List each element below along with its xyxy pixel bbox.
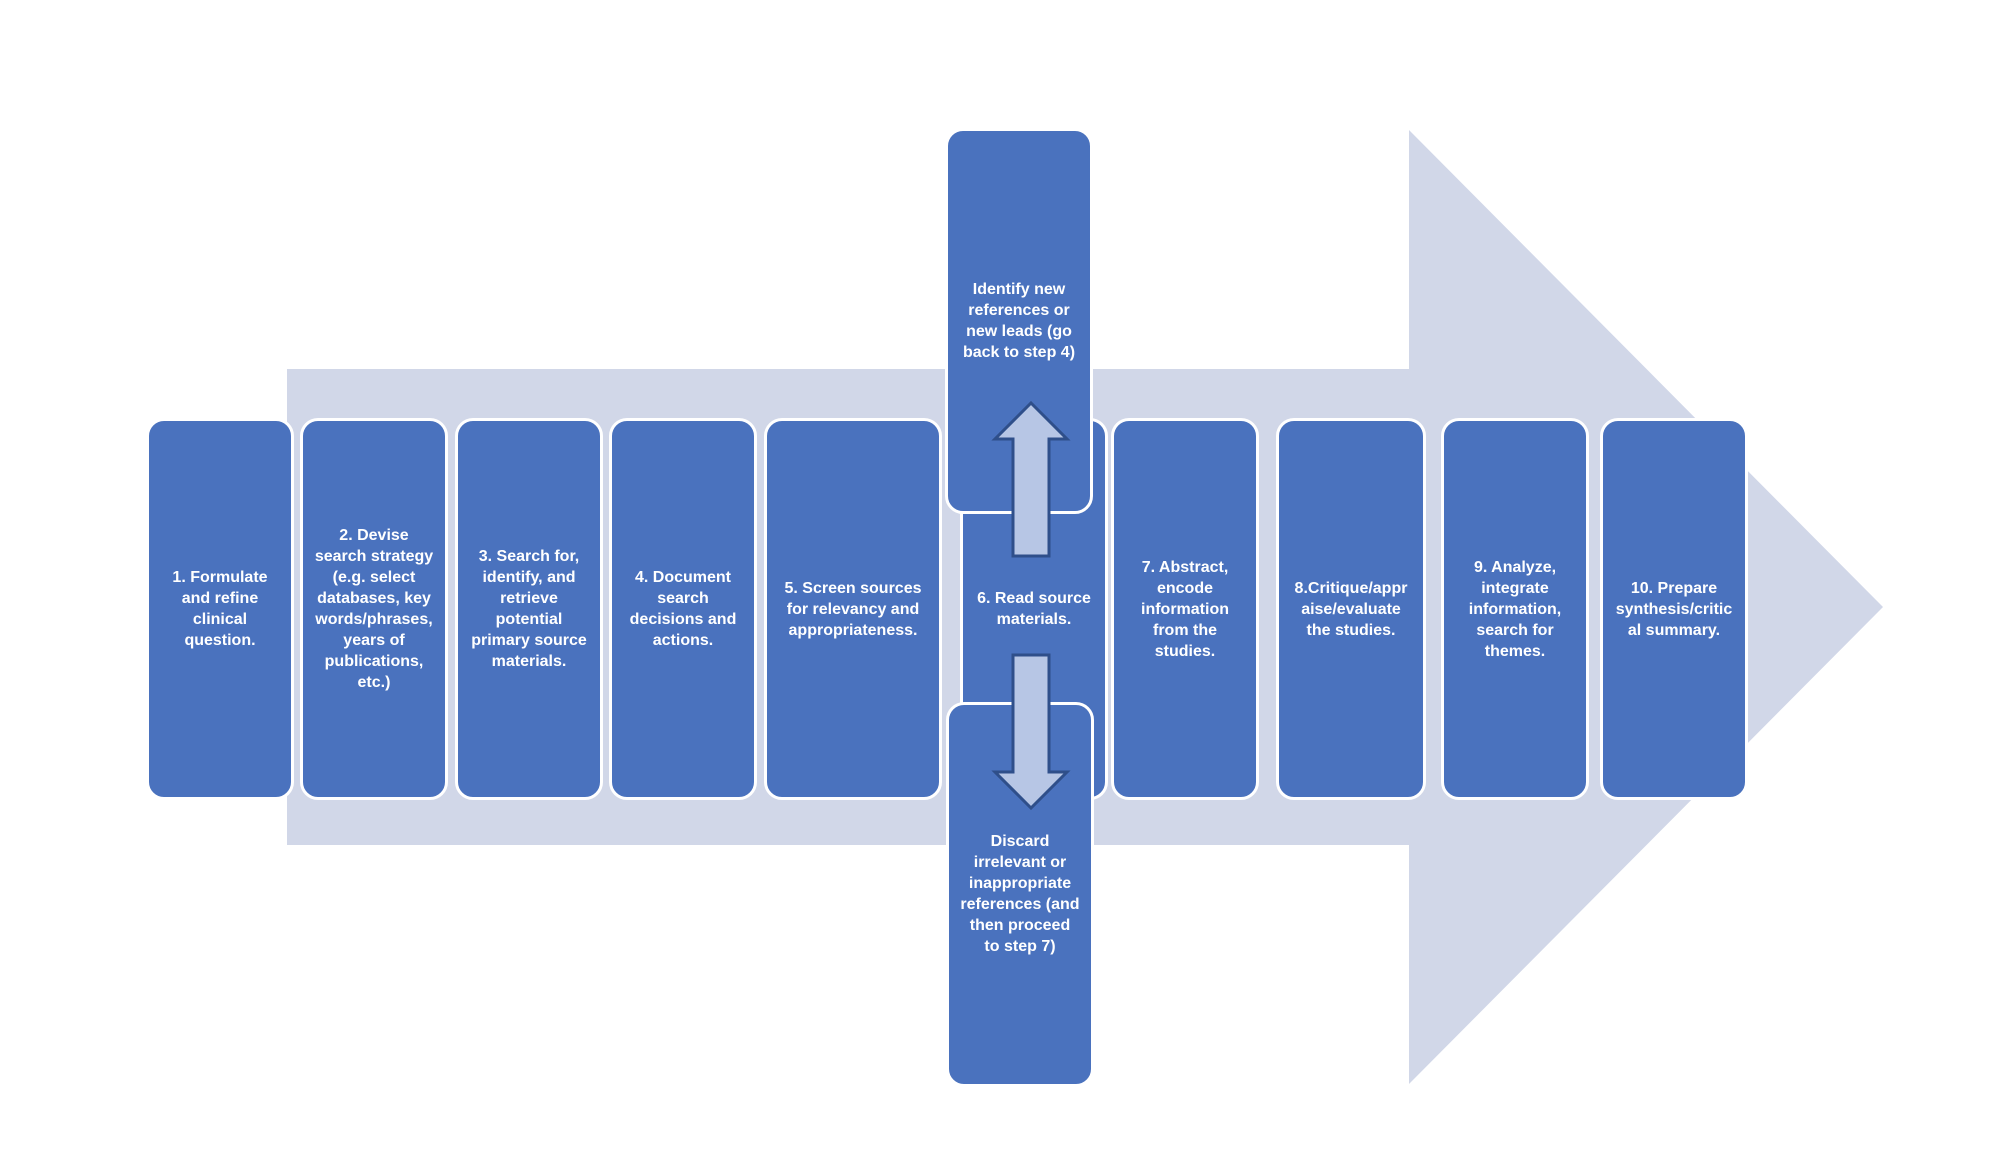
step-1-label: 1. Formulate and refine clinical questio… xyxy=(172,569,268,649)
step-8-label: 8.Critique/appr aise/evaluate the studie… xyxy=(1294,579,1408,639)
step-3-label: 3. Search for, identify, and retrieve po… xyxy=(471,548,587,670)
step-10-box: 10. Prepare synthesis/critic al summary. xyxy=(1600,418,1748,800)
step-4-label: 4. Document search decisions and actions… xyxy=(629,569,737,649)
step-7-label: 7. Abstract, encode information from the… xyxy=(1141,558,1229,660)
step-2-label: 2. Devise search strategy (e.g. select d… xyxy=(314,527,434,691)
step-4-box: 4. Document search decisions and actions… xyxy=(609,418,757,800)
step-7-box: 7. Abstract, encode information from the… xyxy=(1111,418,1259,800)
step-8-box: 8.Critique/appr aise/evaluate the studie… xyxy=(1276,418,1426,800)
step-9-label: 9. Analyze, integrate information, searc… xyxy=(1468,558,1562,660)
step-5-box: 5. Screen sources for relevancy and appr… xyxy=(764,418,942,800)
step-6-label: 6. Read source materials. xyxy=(977,590,1091,628)
step-5-label: 5. Screen sources for relevancy and appr… xyxy=(784,579,922,639)
step-9-box: 9. Analyze, integrate information, searc… xyxy=(1441,418,1589,800)
branch-up-label: Identify new references or new leads (go… xyxy=(962,281,1076,361)
step-10-label: 10. Prepare synthesis/critic al summary. xyxy=(1615,579,1733,639)
branch-down-label: Discard irrelevant or inappropriate refe… xyxy=(960,833,1080,955)
step-1-box: 1. Formulate and refine clinical questio… xyxy=(146,418,294,800)
step-3-box: 3. Search for, identify, and retrieve po… xyxy=(455,418,603,800)
step-2-box: 2. Devise search strategy (e.g. select d… xyxy=(300,418,448,800)
